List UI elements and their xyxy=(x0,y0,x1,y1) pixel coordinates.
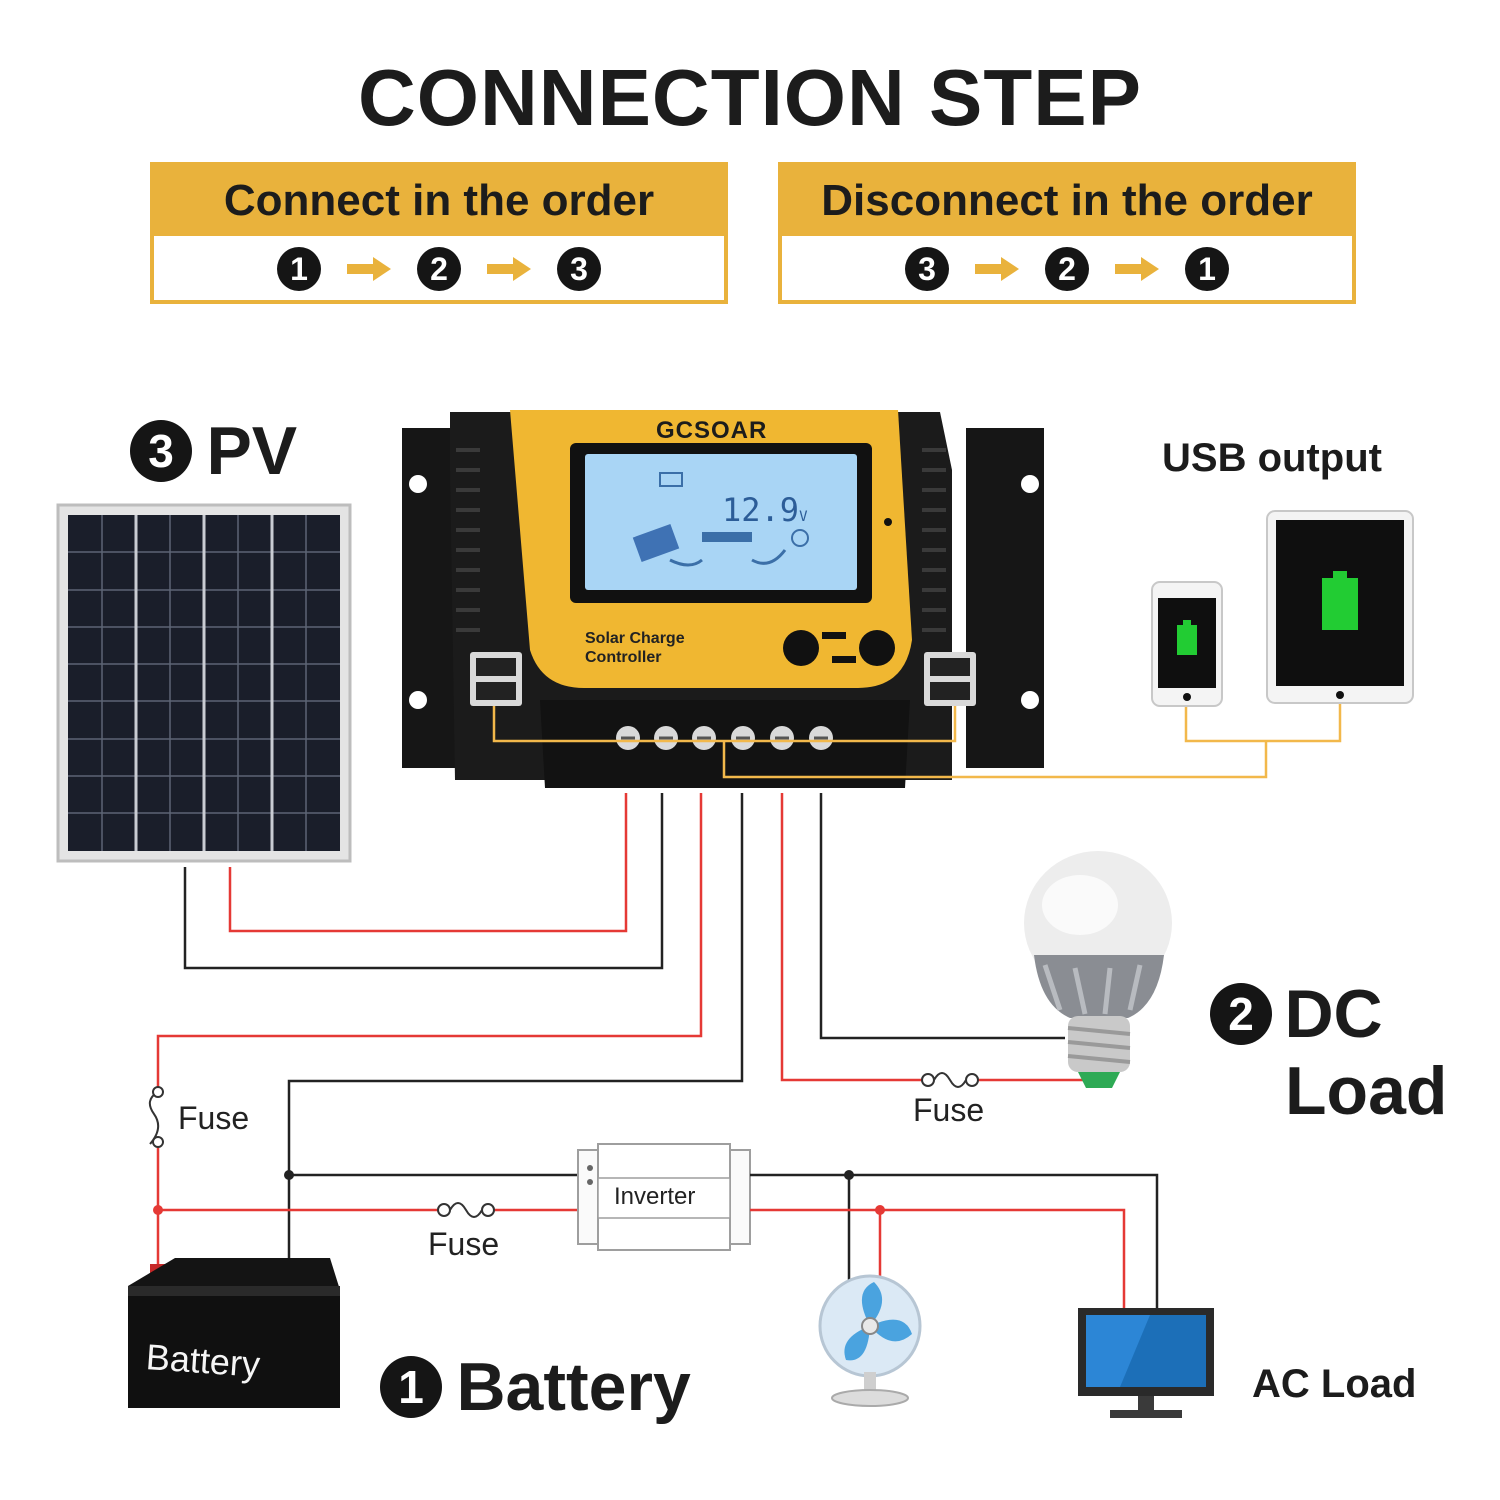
phone-icon xyxy=(1151,581,1223,707)
charge-controller-icon xyxy=(402,410,1044,788)
pv-label: PV xyxy=(206,413,298,489)
step-number: 2 xyxy=(417,247,461,291)
fuse-label: Fuse xyxy=(913,1092,985,1128)
connect-order-heading: Connect in the order xyxy=(154,166,724,236)
tablet-icon xyxy=(1266,510,1414,704)
disconnect-order-panel: Disconnect in the order 3 2 1 xyxy=(778,162,1356,304)
fan-icon xyxy=(818,1274,922,1407)
controller-name: Solar Charge Controller xyxy=(585,630,685,666)
step-number: 3 xyxy=(130,420,192,482)
controller-brand: GCSOAR xyxy=(656,417,768,444)
dc-load-heading: 2 DC xyxy=(1210,975,1383,1053)
arrow-right-icon xyxy=(1115,257,1159,281)
dc-load-label-line2: Load xyxy=(1285,1053,1448,1129)
step-number: 2 xyxy=(1045,247,1089,291)
connect-order-steps: 1 2 3 xyxy=(154,236,724,302)
arrow-right-icon xyxy=(347,257,391,281)
fuse-icon xyxy=(921,1072,979,1088)
arrow-right-icon xyxy=(975,257,1019,281)
light-bulb-icon xyxy=(1024,851,1172,1088)
step-number: 3 xyxy=(557,247,601,291)
step-number: 2 xyxy=(1210,983,1272,1045)
fuse-icon xyxy=(437,1202,495,1218)
ac-load-label: AC Load xyxy=(1252,1362,1417,1406)
fuse-label: Fuse xyxy=(178,1100,250,1136)
inverter-label: Inverter xyxy=(614,1183,696,1210)
solar-panel-icon xyxy=(56,503,352,863)
ac-wires xyxy=(750,1173,1159,1310)
dc-load-label-line1: DC xyxy=(1284,976,1383,1052)
connect-order-panel: Connect in the order 1 2 3 xyxy=(150,162,728,304)
inverter-icon xyxy=(577,1143,751,1251)
lcd-voltage-reading: 12.9V xyxy=(722,491,808,529)
disconnect-order-heading: Disconnect in the order xyxy=(782,166,1352,236)
usb-wires xyxy=(492,696,1342,779)
battery-heading: 1 Battery xyxy=(380,1348,691,1426)
step-number: 1 xyxy=(277,247,321,291)
dc-load-wires xyxy=(780,793,1085,1082)
step-number: 3 xyxy=(905,247,949,291)
battery-label: Battery xyxy=(456,1349,691,1425)
battery-icon xyxy=(128,1258,340,1408)
page-title: CONNECTION STEP xyxy=(358,53,1142,142)
monitor-icon xyxy=(1078,1308,1214,1418)
pv-wires xyxy=(183,793,664,970)
fuse-icon xyxy=(148,1091,160,1145)
step-number: 1 xyxy=(1185,247,1229,291)
usb-output-label: USB output xyxy=(1162,436,1382,480)
disconnect-order-steps: 3 2 1 xyxy=(782,236,1352,302)
arrow-right-icon xyxy=(487,257,531,281)
battery-case-label: Battery xyxy=(144,1336,262,1385)
step-number: 1 xyxy=(380,1356,442,1418)
fuse-label: Fuse xyxy=(428,1226,500,1262)
pv-heading: 3 PV xyxy=(130,412,297,490)
